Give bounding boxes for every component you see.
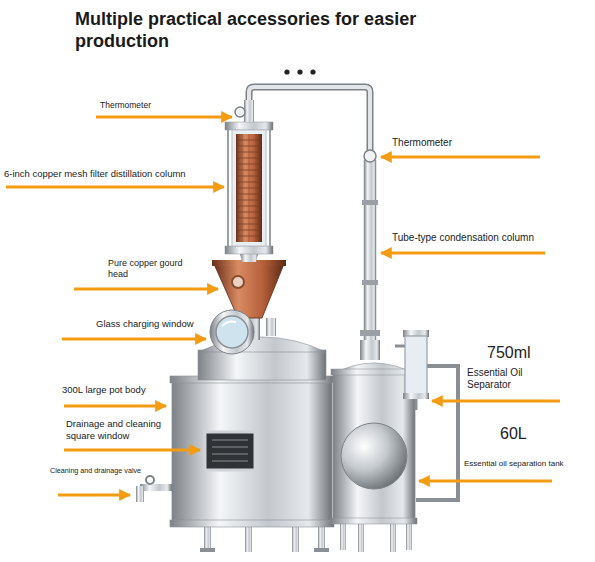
- part-label: Pure copper gourd head: [108, 258, 203, 280]
- capacity-value: 60L: [500, 424, 527, 443]
- pot-still-part: [172, 380, 332, 525]
- condenser-column-part: [362, 200, 378, 205]
- leader-arrow-part: [6, 186, 224, 189]
- ellipsis-dots-part: [297, 69, 302, 74]
- oil-separator-part: [415, 399, 418, 410]
- separation-tank-part: [331, 518, 417, 524]
- part-label: Essential Oil Separator: [467, 367, 552, 391]
- distillation-column-part: [227, 130, 229, 246]
- part-label: Thermometer: [100, 100, 151, 110]
- pot-still-part: [136, 486, 144, 502]
- condenser-column-part: [360, 340, 380, 360]
- pot-still-part: [146, 476, 154, 484]
- part-label: Tube-type condensation column: [392, 232, 534, 244]
- pot-still-part: [314, 548, 329, 552]
- leader-arrow-part: [432, 400, 560, 403]
- part-label: Essential oil separation tank: [464, 459, 564, 469]
- separation-tank-part: [341, 423, 407, 489]
- condenser-column: [360, 150, 380, 360]
- pot-still-part: [198, 350, 326, 380]
- pot-still-part: [170, 520, 334, 527]
- part-label: Drainage and cleaning square window: [66, 418, 186, 441]
- capacity-value: 750ml: [487, 343, 531, 362]
- condenser-column-part: [362, 280, 378, 285]
- leader-arrow-part: [419, 480, 552, 483]
- charging-window-part: [222, 322, 236, 327]
- condenser-column-part: [360, 330, 380, 336]
- part-label: 300L large pot body: [62, 384, 146, 395]
- charging-window: [210, 310, 254, 354]
- leader-arrow-part: [64, 449, 200, 452]
- separation-tank-part: [331, 369, 417, 375]
- ellipsis-dots-part: [310, 69, 315, 74]
- gourd-head-part: [266, 318, 276, 336]
- distillation-column-part: [236, 134, 262, 242]
- leader-arrow-part: [74, 288, 218, 291]
- charging-window-part: [216, 316, 248, 348]
- part-label: 6-inch copper mesh filter distillation c…: [4, 168, 186, 179]
- distillation-column-part: [225, 122, 273, 130]
- distillation-column-part: [269, 130, 271, 246]
- pot-still: [136, 337, 334, 552]
- part-label: Thermometer: [392, 137, 452, 149]
- charging-window-part: [210, 310, 254, 354]
- distillation-column-part: [242, 134, 256, 242]
- part-label: Cleaning and drainage valve: [50, 466, 150, 476]
- pot-still-part: [212, 440, 248, 461]
- pot-still-part: [200, 548, 215, 552]
- leader-arrow-part: [381, 156, 540, 159]
- distillation-column-part: [232, 130, 266, 246]
- ellipsis-dots-part: [284, 69, 289, 74]
- leader-arrow-part: [58, 494, 130, 497]
- leader-arrow-part: [96, 116, 232, 119]
- oil-separator-part: [405, 336, 427, 394]
- page-title: Multiple practical accessories for easie…: [75, 8, 515, 52]
- gourd-head-part: [214, 264, 284, 318]
- ellipsis-dots: [284, 69, 315, 74]
- leader-arrow-part: [381, 252, 545, 255]
- pot-still-part: [140, 484, 172, 491]
- part-label: Glass charging window: [96, 318, 194, 329]
- thermometer-part: [235, 107, 245, 117]
- separation-tank-part: [333, 372, 415, 522]
- distillation-column-part: [240, 254, 258, 262]
- gourd-head-part: [232, 276, 244, 288]
- oil-separator: [395, 330, 429, 410]
- oil-separator-part: [403, 393, 429, 399]
- distillation-column: [225, 122, 273, 262]
- pot-still-part: [205, 432, 255, 470]
- thermometer: [235, 100, 254, 122]
- leader-arrow-part: [64, 405, 166, 408]
- condenser-column-part: [364, 150, 376, 162]
- separation-tank: [331, 363, 458, 552]
- leader-arrow-part: [62, 338, 206, 341]
- oil-separator-part: [395, 345, 405, 348]
- distillation-column-part: [225, 246, 273, 254]
- condenser-column-part: [364, 160, 376, 345]
